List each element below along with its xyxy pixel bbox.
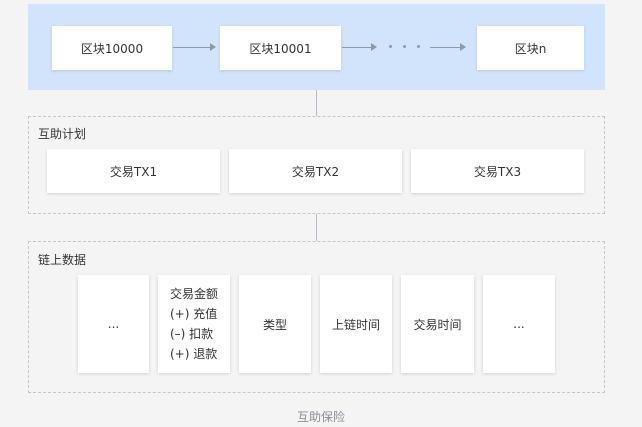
amount-line-deduct: (–) 扣款 xyxy=(170,327,214,341)
chain-arrow-line-2 xyxy=(342,47,373,48)
amount-title: 交易金额 xyxy=(170,287,219,301)
connector-chain-to-plan xyxy=(316,90,317,116)
data-field-ellipsis-end: ... xyxy=(483,275,555,373)
chain-arrow-line-1 xyxy=(173,47,212,48)
transaction-card-tx3: 交易TX3 xyxy=(411,149,584,193)
data-field-type: 类型 xyxy=(239,275,311,373)
chain-ellipsis-dot-3 xyxy=(417,45,420,48)
block-n: 区块n xyxy=(477,26,584,70)
block-10000: 区块10000 xyxy=(52,26,172,70)
onchain-data-box xyxy=(28,241,605,393)
chain-arrow-head-3 xyxy=(460,43,466,51)
data-field-ellipsis-start: ... xyxy=(78,275,149,373)
data-field-amount: 交易金额 (+) 充值 (–) 扣款 (+) 退款 xyxy=(158,275,230,373)
amount-line-recharge: (+) 充值 xyxy=(170,307,218,321)
chain-arrow-head-1 xyxy=(210,43,216,51)
chain-arrow-head-2 xyxy=(371,43,377,51)
chain-arrow-line-3 xyxy=(430,47,461,48)
transaction-card-tx2: 交易TX2 xyxy=(229,149,402,193)
connector-plan-to-data xyxy=(316,214,317,241)
block-10001: 区块10001 xyxy=(220,26,341,70)
mutual-aid-plan-box xyxy=(28,116,605,214)
data-field-tx-time: 交易时间 xyxy=(401,275,474,373)
amount-line-refund: (+) 退款 xyxy=(170,347,218,361)
diagram-caption: 互助保险 xyxy=(296,410,345,424)
onchain-label: 链上数据 xyxy=(38,253,87,267)
data-field-chain-time: 上链时间 xyxy=(320,275,392,373)
chain-ellipsis-dot-1 xyxy=(389,45,392,48)
chain-ellipsis-dot-2 xyxy=(403,45,406,48)
plan-label: 互助计划 xyxy=(38,127,87,141)
transaction-card-tx1: 交易TX1 xyxy=(47,149,220,193)
